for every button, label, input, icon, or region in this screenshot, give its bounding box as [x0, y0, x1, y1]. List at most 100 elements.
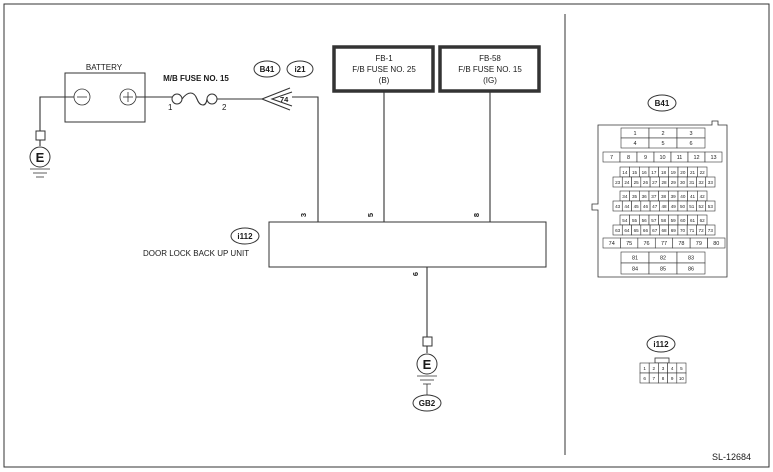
fuse-fb-58-line2: F/B FUSE NO. 15 [458, 65, 522, 74]
fuse-fb-1-line3: (B) [379, 76, 390, 85]
mb-fuse-terminal-1-icon [171, 93, 183, 105]
b41-pin-label: 80 [713, 241, 719, 247]
b41-pin-label: 48 [661, 204, 667, 209]
b41-pin-label: 60 [680, 218, 686, 223]
b41-pin-label: 79 [696, 241, 702, 247]
i112-connector-latch [654, 357, 670, 364]
b41-pin-label: 54 [622, 218, 628, 223]
i112-pin-label: 2 [653, 366, 656, 371]
connector-tag-b41-text: B41 [260, 65, 275, 74]
b41-pin-label: 31 [689, 180, 695, 185]
b41-pin-label: 12 [693, 155, 699, 161]
i112-pin-label: 4 [671, 366, 674, 371]
mb-fuse: M/B FUSE NO. 15 1 2 [163, 74, 229, 112]
b41-pin-label: 65 [634, 228, 640, 233]
b41-pin-label: 64 [624, 228, 630, 233]
fuse-fb-1: FB-1 F/B FUSE NO. 25 (B) [332, 45, 435, 93]
b41-pin-label: 6 [689, 141, 692, 147]
b41-pin-label: 43 [615, 204, 621, 209]
i112-pin-label: 10 [679, 376, 685, 381]
fuse-fb-1-line2: F/B FUSE NO. 25 [352, 65, 416, 74]
connector-tag-i21-text: i21 [294, 65, 306, 74]
mb-fuse-label: M/B FUSE NO. 15 [163, 74, 229, 83]
battery-body [64, 72, 146, 123]
b41-pin-label: 4 [633, 141, 636, 147]
b41-pin-label: 40 [680, 194, 686, 199]
b41-pin-label: 55 [632, 218, 638, 223]
b41-pin-label: 57 [651, 218, 657, 223]
b41-pin-label: 62 [700, 218, 706, 223]
b41-pin-label: 7 [610, 155, 613, 161]
b41-face-title: B41 [655, 99, 670, 108]
ground-terminal-2 [422, 336, 433, 347]
b41-pin-cell [704, 151, 723, 163]
b41-pin-label: 47 [652, 204, 658, 209]
ground-symbol-1-icon [29, 146, 51, 168]
connector-tag-i21 [286, 60, 314, 78]
b41-pin-label: 70 [680, 228, 686, 233]
b41-pin-label: 84 [632, 267, 638, 273]
b41-pin-label: 34 [622, 194, 628, 199]
b41-pin-label: 50 [680, 204, 686, 209]
fuse-fb-1-line1: FB-1 [375, 54, 393, 63]
b41-pin-label: 21 [690, 170, 696, 175]
b41-pin-cell [705, 224, 716, 236]
b41-pin-label: 27 [652, 180, 658, 185]
b41-pin-label: 59 [671, 218, 677, 223]
connector-tag-gb2-text: GB2 [419, 399, 436, 408]
b41-pin-label: 42 [700, 194, 706, 199]
ground-symbol-2-letter: E [423, 357, 432, 372]
i112-face-tag [646, 335, 676, 353]
i112-pin-label: 9 [671, 376, 674, 381]
b41-pin-label: 24 [624, 180, 630, 185]
wire-to-pin-3 [292, 96, 319, 222]
b41-pin-label: 46 [643, 204, 649, 209]
b41-pin-label: 29 [671, 180, 677, 185]
b41-pin-label: 16 [642, 170, 648, 175]
fuse-fb-58-box [438, 45, 541, 93]
battery-label: BATTERY [86, 63, 123, 72]
ground-symbol-1-letter: E [36, 150, 45, 165]
b41-pin-cell [705, 176, 716, 188]
i112-pin-label: 7 [653, 376, 656, 381]
b41-face-tag [647, 94, 677, 112]
b41-pin-label: 83 [688, 256, 694, 262]
connector-tag-b41 [253, 60, 281, 78]
b41-pin-label: 75 [626, 241, 632, 247]
mb-fuse-element-icon [181, 92, 208, 106]
b41-pin-label: 37 [651, 194, 657, 199]
b41-pin-label: 26 [643, 180, 649, 185]
b41-pin-label: 15 [632, 170, 638, 175]
b41-pin-label: 36 [642, 194, 648, 199]
pin-6-label: 6 [411, 272, 420, 276]
b41-pin-label: 1 [633, 131, 636, 137]
pin-5-label: 5 [366, 213, 375, 217]
b41-pin-label: 78 [678, 241, 684, 247]
mb-fuse-pin-1: 1 [168, 103, 173, 112]
b41-pin-label: 49 [671, 204, 677, 209]
battery: BATTERY [64, 63, 146, 123]
b41-pin-label: 18 [661, 170, 667, 175]
b41-pin-label: 53 [708, 204, 714, 209]
fuse-fb-58: FB-58 F/B FUSE NO. 15 (IG) [438, 45, 541, 93]
connector-tag-gb2 [412, 394, 442, 412]
connector-tag-i112-text: i112 [237, 232, 253, 241]
b41-pin-label: 44 [624, 204, 630, 209]
b41-pin-cell [676, 137, 706, 149]
b41-pin-label: 10 [659, 155, 665, 161]
b41-pin-label: 11 [677, 155, 683, 161]
b41-pin-label: 20 [680, 170, 686, 175]
b41-pin-label: 13 [710, 155, 716, 161]
i112-pin-label: 8 [662, 376, 665, 381]
b41-pin-label: 52 [699, 204, 705, 209]
b41-pin-label: 8 [627, 155, 630, 161]
b41-pin-label: 45 [634, 204, 640, 209]
figure-id: SL-12684 [712, 452, 751, 462]
b41-pin-label: 71 [689, 228, 695, 233]
b41-pin-label: 39 [671, 194, 677, 199]
b41-pin-label: 14 [622, 170, 628, 175]
b41-pin-label: 28 [661, 180, 667, 185]
